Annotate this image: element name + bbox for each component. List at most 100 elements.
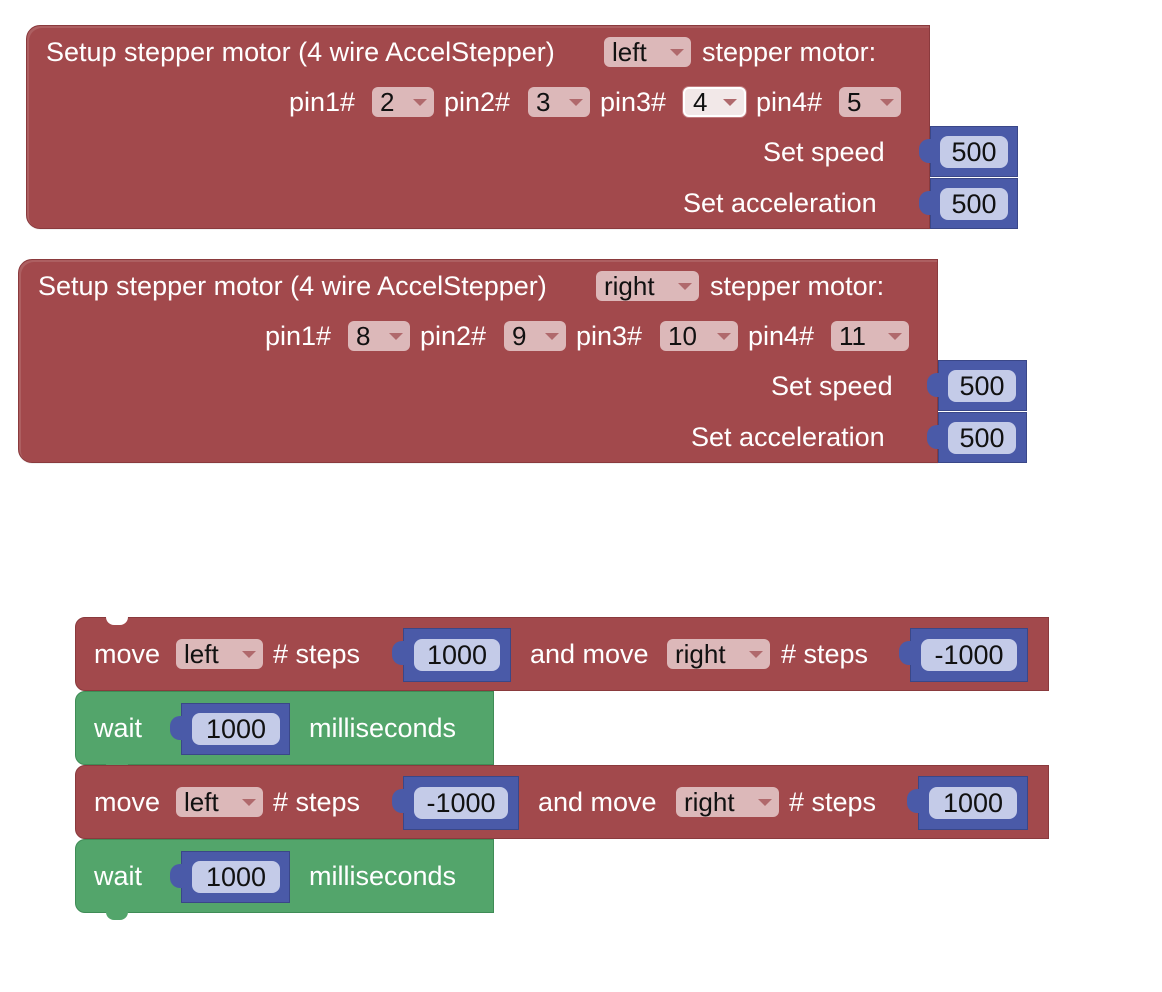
chevron-down-icon	[888, 333, 902, 340]
pin4-dropdown[interactable]: 11	[831, 321, 909, 351]
steps1-number-block[interactable]: -1000	[392, 776, 519, 830]
input-connector	[392, 641, 406, 665]
steps1-label: # steps	[273, 639, 361, 669]
acceleration-number-block[interactable]: 500	[927, 412, 1027, 463]
stepper-setup-block-right[interactable]: Setup stepper motor (4 wire AccelStepper…	[18, 259, 938, 463]
pin1-dropdown[interactable]: 8	[348, 321, 410, 351]
input-connector	[170, 716, 184, 740]
motor1-value: left	[184, 639, 219, 669]
move-steps-block[interactable]: move left # steps and move right # steps	[75, 617, 1049, 691]
chevron-down-icon	[758, 799, 772, 806]
input-connector	[392, 789, 406, 813]
pin4-label: pin4#	[756, 87, 823, 117]
previous-connector	[106, 617, 128, 625]
input-connector	[907, 789, 921, 813]
steps1-number-field[interactable]: -1000	[414, 787, 508, 819]
setup-title-label: Setup stepper motor (4 wire AccelStepper…	[38, 271, 547, 301]
next-connector	[106, 912, 128, 920]
wait-number-block[interactable]: 1000	[170, 703, 290, 755]
chevron-down-icon	[242, 651, 256, 658]
pin4-value: 11	[839, 321, 866, 351]
pin1-value: 2	[380, 87, 395, 117]
steps2-number-field[interactable]: 1000	[929, 787, 1017, 819]
chevron-down-icon	[678, 283, 692, 290]
motor2-dropdown[interactable]: right	[667, 639, 770, 669]
chevron-down-icon	[545, 333, 559, 340]
pin3-value: 10	[668, 321, 697, 351]
pin2-dropdown[interactable]: 3	[528, 87, 590, 117]
chevron-down-icon	[880, 99, 894, 106]
input-connector	[170, 864, 184, 888]
input-connector	[899, 641, 913, 665]
move-steps-block[interactable]: move left # steps and move right # steps	[75, 765, 1049, 839]
motor-dropdown[interactable]: left	[604, 37, 691, 67]
acceleration-number-field[interactable]: 500	[940, 188, 1008, 220]
set-acceleration-label: Set acceleration	[691, 422, 885, 452]
milliseconds-label: milliseconds	[309, 713, 457, 743]
pin4-dropdown[interactable]: 5	[839, 87, 901, 117]
motor2-value: right	[675, 639, 726, 669]
pin2-label: pin2#	[420, 321, 487, 351]
speed-number-block[interactable]: 500	[927, 360, 1027, 411]
wait-label: wait	[94, 713, 143, 743]
input-connector	[927, 425, 941, 449]
chevron-down-icon	[389, 333, 403, 340]
speed-number-block[interactable]: 500	[919, 126, 1018, 177]
chevron-down-icon	[723, 99, 737, 106]
steps2-number-block[interactable]: -1000	[899, 628, 1028, 682]
motor-dropdown-value: right	[604, 271, 655, 301]
steps1-number-field[interactable]: 1000	[414, 639, 500, 671]
speed-number-field[interactable]: 500	[940, 136, 1008, 168]
pin2-value: 9	[512, 321, 527, 351]
setup-title-label: Setup stepper motor (4 wire AccelStepper…	[46, 37, 555, 67]
steps2-number-field[interactable]: -1000	[921, 639, 1017, 671]
steps2-label: # steps	[789, 787, 877, 817]
steps2-number-block[interactable]: 1000	[907, 776, 1028, 830]
pin3-label: pin3#	[576, 321, 643, 351]
wait-label: wait	[94, 861, 143, 891]
chevron-down-icon	[670, 49, 684, 56]
motor1-dropdown[interactable]: left	[176, 787, 263, 817]
stepper-setup-block-left[interactable]: Setup stepper motor (4 wire AccelStepper…	[26, 25, 930, 229]
milliseconds-label: milliseconds	[309, 861, 457, 891]
acceleration-number-field[interactable]: 500	[948, 422, 1016, 454]
steps1-number-block[interactable]: 1000	[392, 628, 511, 682]
chevron-down-icon	[242, 799, 256, 806]
motor1-value: left	[184, 787, 219, 817]
acceleration-number-block[interactable]: 500	[919, 178, 1018, 229]
wait-number-field[interactable]: 1000	[192, 713, 280, 745]
input-connector	[919, 139, 933, 163]
and-move-label: and move	[538, 787, 657, 817]
pin3-label: pin3#	[600, 87, 667, 117]
motor-dropdown[interactable]: right	[596, 271, 699, 301]
chevron-down-icon	[717, 333, 731, 340]
pin2-value: 3	[536, 87, 551, 117]
pin1-dropdown[interactable]: 2	[372, 87, 434, 117]
input-connector	[927, 373, 941, 397]
steps2-label: # steps	[781, 639, 869, 669]
motor1-dropdown[interactable]: left	[176, 639, 263, 669]
wait-number-block[interactable]: 1000	[170, 851, 290, 903]
pin4-label: pin4#	[748, 321, 815, 351]
setup-title-suffix: stepper motor:	[702, 37, 877, 67]
chevron-down-icon	[413, 99, 427, 106]
chevron-down-icon	[749, 651, 763, 658]
wait-number-field[interactable]: 1000	[192, 861, 280, 893]
pin4-value: 5	[847, 87, 862, 117]
pin2-dropdown[interactable]: 9	[504, 321, 566, 351]
move-label: move	[94, 639, 161, 669]
set-speed-label: Set speed	[771, 371, 893, 401]
steps1-label: # steps	[273, 787, 361, 817]
motor-dropdown-value: left	[612, 37, 647, 67]
pin3-dropdown[interactable]: 4	[683, 87, 746, 117]
speed-number-field[interactable]: 500	[948, 370, 1016, 402]
setup-title-suffix: stepper motor:	[710, 271, 885, 301]
pin1-label: pin1#	[265, 321, 332, 351]
pin3-dropdown[interactable]: 10	[660, 321, 738, 351]
motor2-dropdown[interactable]: right	[676, 787, 779, 817]
motor2-value: right	[684, 787, 735, 817]
chevron-down-icon	[569, 99, 583, 106]
set-speed-label: Set speed	[763, 137, 885, 167]
pin1-label: pin1#	[289, 87, 356, 117]
